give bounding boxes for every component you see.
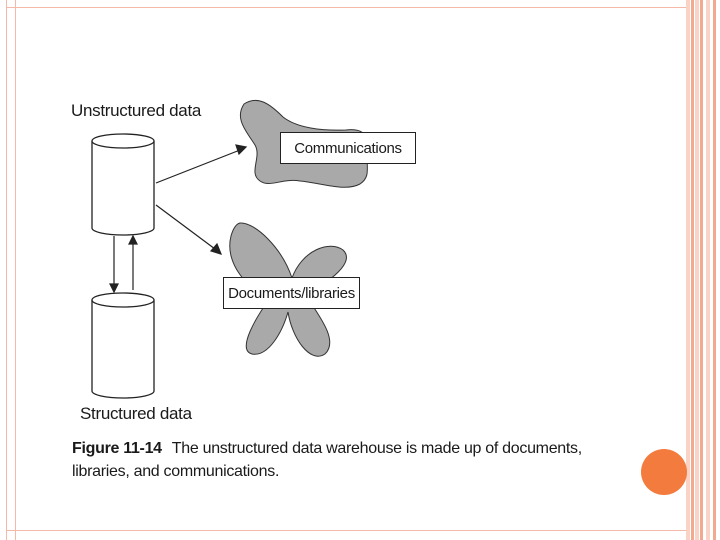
structured-data-label: Structured data bbox=[80, 404, 192, 424]
structured-data-cylinder bbox=[92, 293, 154, 398]
documents-label: Documents/libraries bbox=[228, 285, 355, 302]
bidirectional-arrows bbox=[110, 236, 137, 292]
documents-label-box: Documents/libraries bbox=[223, 277, 360, 309]
unstructured-data-label: Unstructured data bbox=[71, 101, 201, 121]
unstructured-data-cylinder bbox=[92, 134, 154, 235]
figure-number: Figure 11-14 bbox=[72, 440, 162, 457]
arrow-to-communications bbox=[156, 145, 246, 183]
accent-circle bbox=[641, 449, 687, 495]
arrow-to-documents bbox=[156, 205, 221, 254]
communications-label-box: Communications bbox=[280, 132, 416, 164]
communications-label: Communications bbox=[294, 140, 402, 157]
